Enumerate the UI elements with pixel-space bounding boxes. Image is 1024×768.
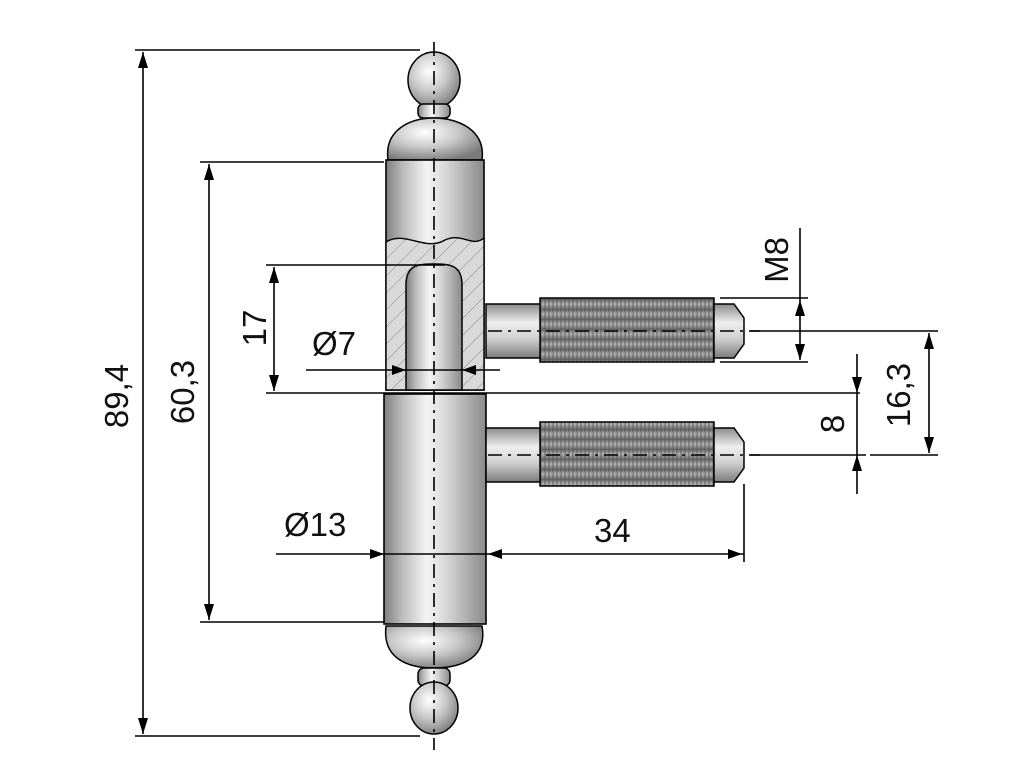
thread-label: M8 [758,237,795,283]
upper-threaded-pin [485,297,745,363]
pin-engagement-label: 17 [236,310,273,347]
top-finial [386,51,484,161]
dimension-lines [135,49,938,737]
center-lines [433,42,760,750]
lower-threaded-pin [485,421,745,487]
inner-pin [405,263,463,391]
thread-spacing-label: 8 [814,415,851,433]
pin-diameter-label: Ø7 [312,325,356,362]
bottom-finial [384,625,484,735]
overall-length-label: 89,4 [98,364,135,428]
barrel-diameter-label: Ø13 [284,506,346,543]
sleeve-length-label: 60,3 [164,360,201,424]
pin-length-label: 34 [594,512,631,549]
lower-barrel [383,393,487,625]
pin-offset-label: 16,3 [880,363,917,427]
